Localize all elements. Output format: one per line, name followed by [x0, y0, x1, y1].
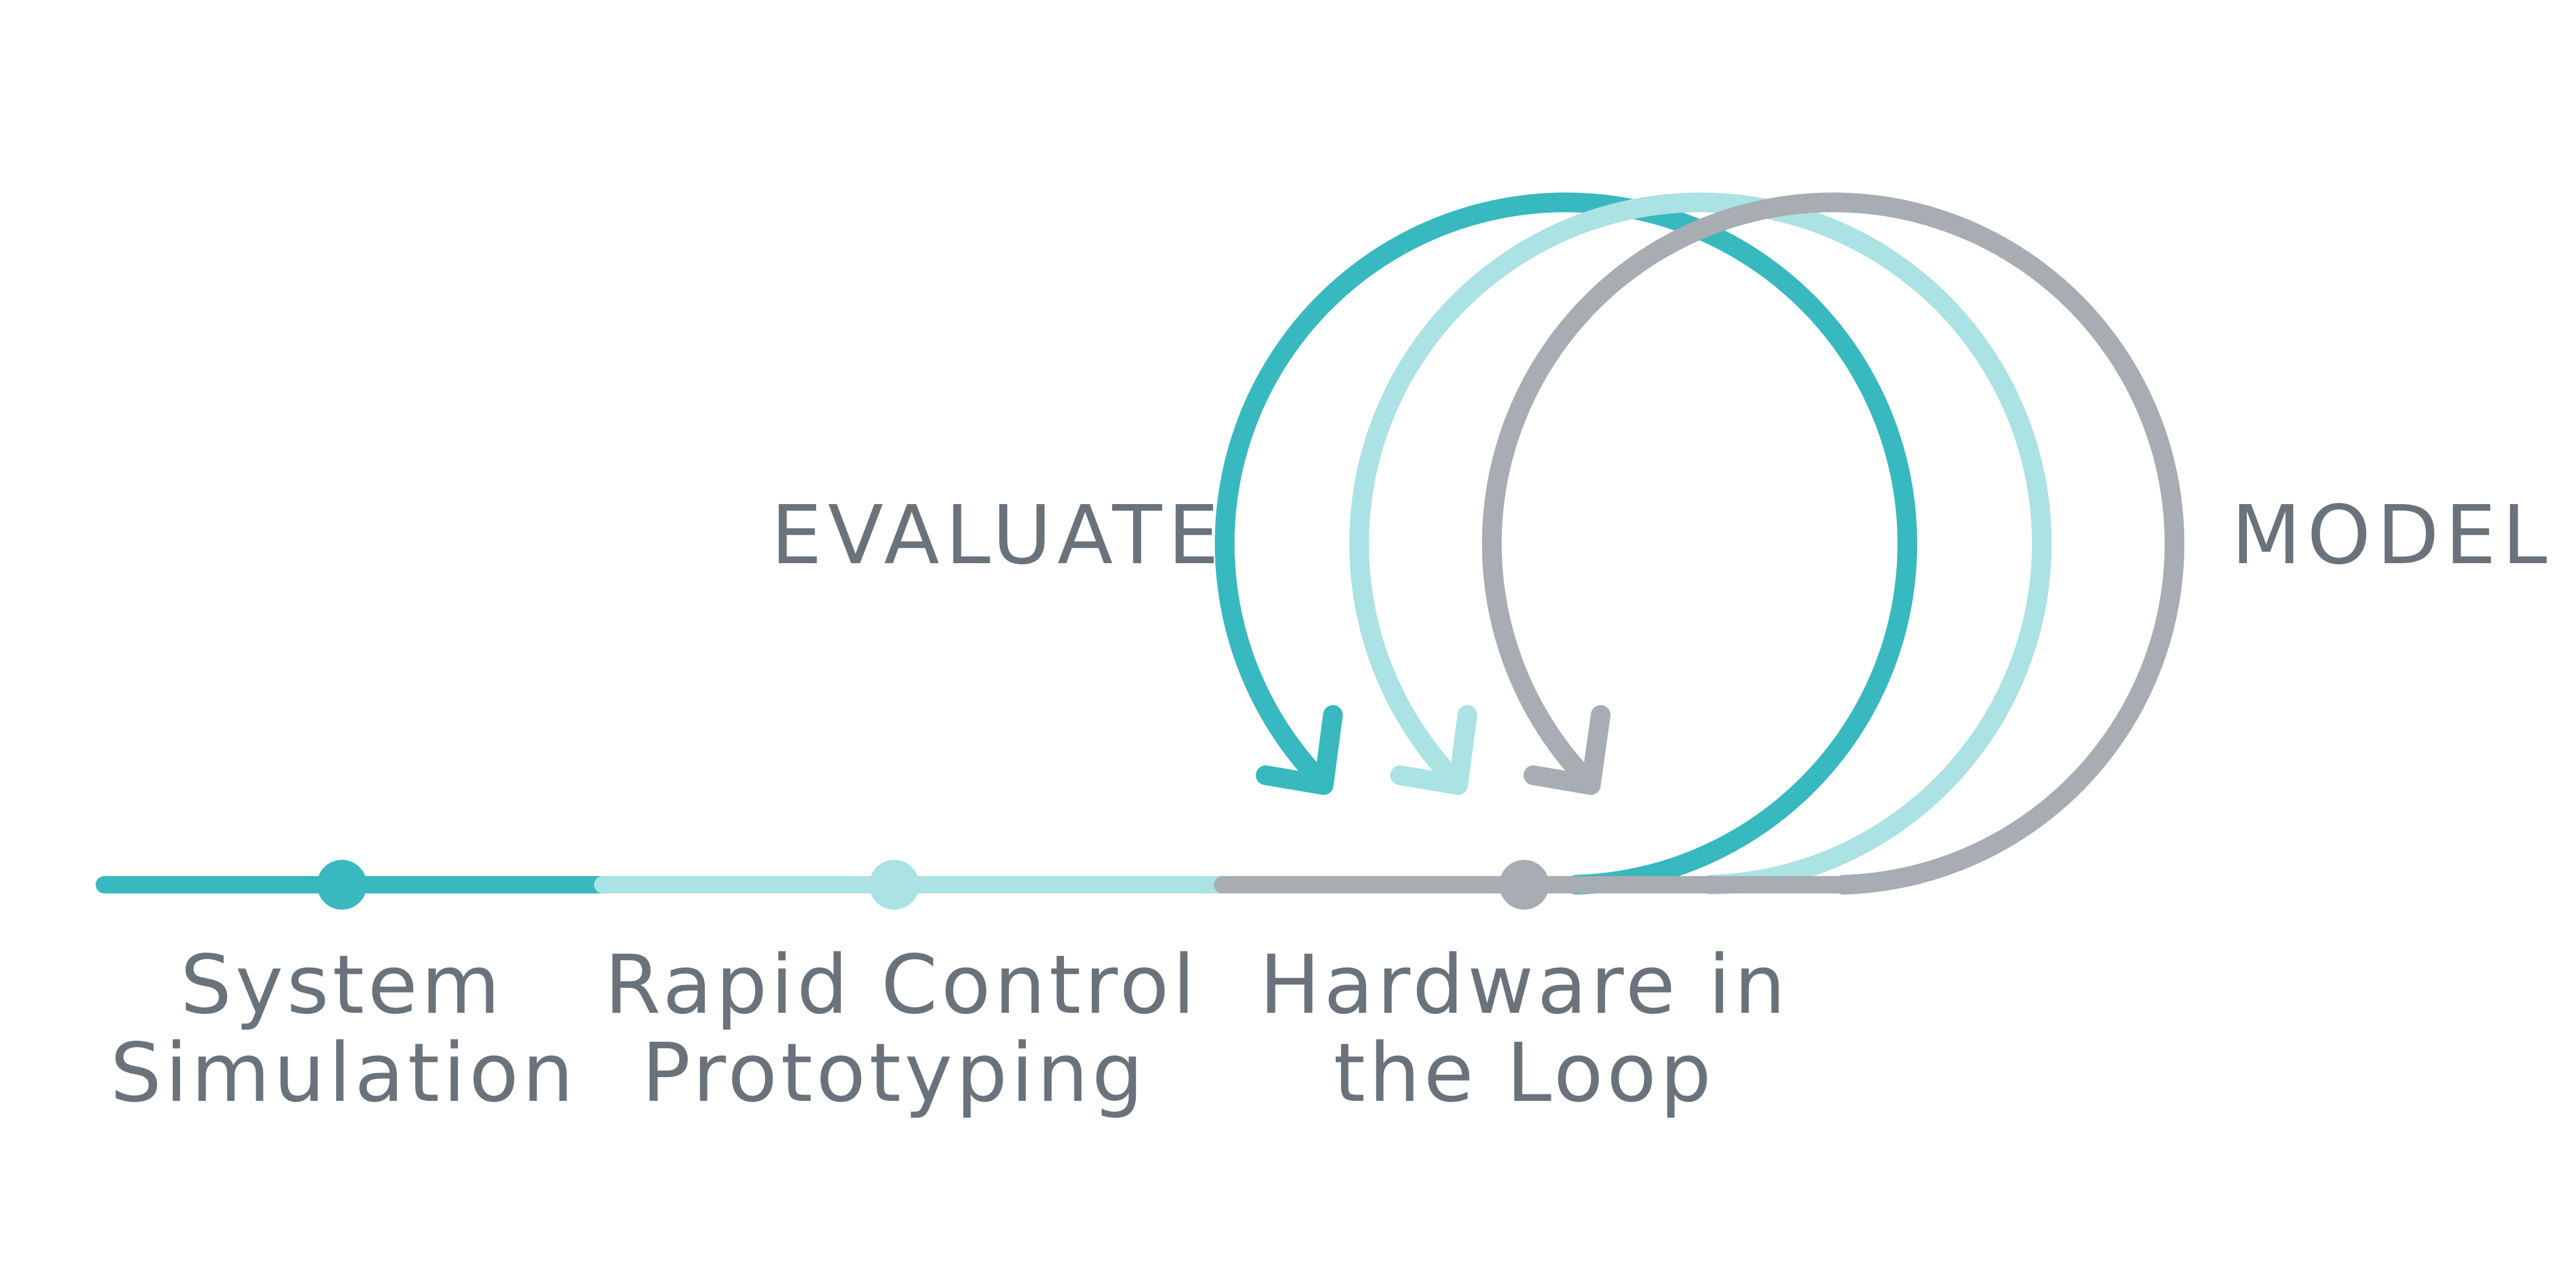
stage-label-line1: System [180, 938, 504, 1032]
loop-hardware-in-the-loop [1482, 192, 2185, 895]
stage-label-line1: Rapid Control [604, 938, 1199, 1032]
stage-label-hardware-in-the-loop: Hardware in the Loop [1234, 942, 1814, 1118]
evaluate-label: EVALUATE [771, 488, 1225, 583]
stage-label-line2: Prototyping [642, 1026, 1147, 1121]
marker-system-simulation-icon [317, 860, 367, 910]
stage-label-system-simulation: System Simulation [110, 942, 574, 1118]
arrowhead-hardware-in-the-loop-icon [1524, 705, 1611, 795]
model-label: MODEL [2231, 488, 2553, 583]
marker-rapid-control-prototyping-icon [869, 860, 919, 910]
loop-rapid-control-prototyping [1349, 192, 2052, 895]
arrowhead-rapid-control-prototyping-icon [1390, 705, 1477, 795]
stage-label-line2: the Loop [1333, 1026, 1715, 1121]
stage-label-line1: Hardware in [1259, 938, 1790, 1032]
stage-markers [317, 860, 1549, 910]
stage-label-line2: Simulation [110, 1026, 577, 1121]
marker-hardware-in-the-loop-icon [1499, 860, 1549, 910]
arrowhead-system-simulation-icon [1256, 705, 1343, 795]
stage-label-rapid-control-prototyping: Rapid Control Prototyping [604, 938, 1199, 1121]
loops [1215, 192, 2185, 895]
